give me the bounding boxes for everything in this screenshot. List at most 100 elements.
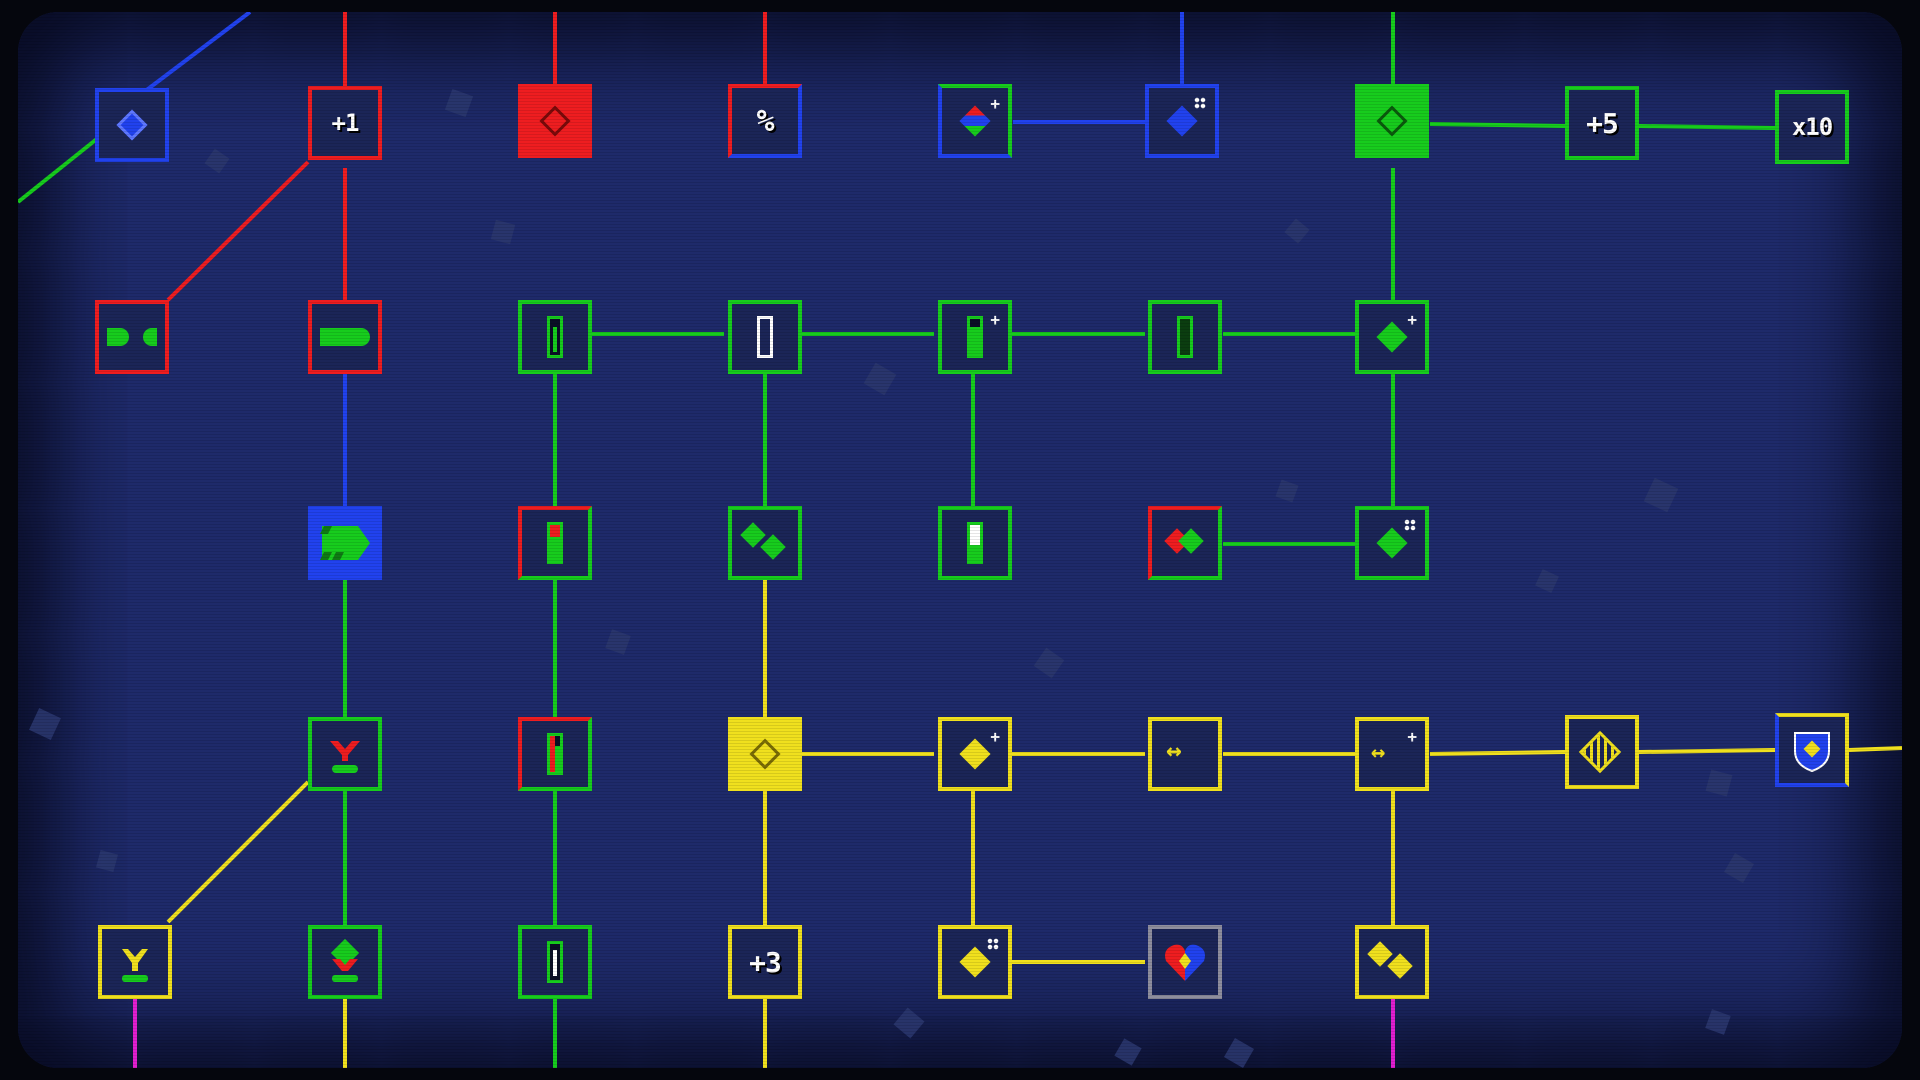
dark-bar-icon bbox=[1158, 310, 1212, 364]
node-green-diamond-plus[interactable]: + bbox=[1355, 300, 1429, 374]
blue-diamond-icon bbox=[105, 98, 159, 152]
green-diamond-plus-icon: + bbox=[1365, 310, 1419, 364]
node-double-bar[interactable] bbox=[518, 300, 592, 374]
yellow-turret-icon bbox=[108, 935, 162, 989]
mesh-diamond-icon bbox=[1575, 725, 1629, 779]
node-plus-five[interactable]: +5 bbox=[1565, 86, 1639, 160]
node-plus-three[interactable]: +3 bbox=[728, 925, 802, 999]
node-yellow-core[interactable] bbox=[728, 717, 802, 791]
bg-debris bbox=[1705, 769, 1733, 797]
bg-debris bbox=[204, 148, 230, 174]
green-turret-icon bbox=[318, 935, 372, 989]
node-yellow-diamond-plus[interactable]: + bbox=[938, 717, 1012, 791]
yellow-core-diamond-icon bbox=[738, 727, 792, 781]
node-yellow-turret[interactable] bbox=[98, 925, 172, 999]
bg-debris bbox=[95, 849, 119, 873]
link bbox=[1429, 122, 1566, 128]
red-turret-icon bbox=[318, 727, 372, 781]
node-bar-one[interactable] bbox=[518, 925, 592, 999]
bg-debris bbox=[444, 88, 474, 118]
red-core-diamond-icon bbox=[528, 94, 582, 148]
bullet-icon bbox=[318, 310, 372, 364]
bg-debris bbox=[1643, 477, 1679, 513]
link bbox=[1638, 124, 1776, 130]
link bbox=[142, 12, 252, 94]
link bbox=[166, 160, 310, 302]
node-red-turret[interactable] bbox=[308, 717, 382, 791]
times-ten-label: x10 bbox=[1791, 113, 1833, 141]
bg-debris bbox=[490, 219, 516, 245]
shield-diamond-icon bbox=[1785, 723, 1839, 777]
bg-debris bbox=[1723, 852, 1755, 884]
skill-tree-connections bbox=[18, 12, 1902, 1068]
red-bar-icon bbox=[528, 516, 582, 570]
tricolor-heart-icon bbox=[1158, 935, 1212, 989]
double-bar-icon bbox=[528, 310, 582, 364]
white-bar-icon bbox=[738, 310, 792, 364]
node-double-arrow-plus[interactable]: ↔ + bbox=[1355, 717, 1429, 791]
node-red-split-bar[interactable] bbox=[518, 717, 592, 791]
node-broken-heart[interactable] bbox=[1148, 506, 1222, 580]
bg-debris bbox=[1535, 569, 1559, 593]
bg-debris bbox=[1223, 1037, 1255, 1068]
node-bullet[interactable] bbox=[308, 300, 382, 374]
node-chevron-arrow[interactable] bbox=[308, 506, 382, 580]
node-percent[interactable]: % bbox=[728, 84, 802, 158]
node-green-diamond-pair[interactable] bbox=[728, 506, 802, 580]
plus-one-label: +1 bbox=[331, 109, 360, 137]
node-blue-diamond[interactable] bbox=[95, 88, 169, 162]
bg-debris bbox=[1705, 1009, 1731, 1035]
node-dark-bar[interactable] bbox=[1148, 300, 1222, 374]
red-split-bar-icon bbox=[528, 727, 582, 781]
link bbox=[18, 128, 110, 204]
bg-debris bbox=[605, 629, 631, 655]
bar-plus-icon: + bbox=[948, 310, 1002, 364]
node-yellow-diamond-pair[interactable] bbox=[1355, 925, 1429, 999]
percent-icon: % bbox=[756, 103, 774, 139]
green-diamond-pair-icon bbox=[738, 516, 792, 570]
node-white-bar[interactable] bbox=[728, 300, 802, 374]
node-half-bar[interactable] bbox=[938, 506, 1012, 580]
bg-debris bbox=[1275, 479, 1299, 503]
node-mesh-diamond[interactable] bbox=[1565, 715, 1639, 789]
link bbox=[166, 780, 310, 924]
node-red-core[interactable] bbox=[518, 84, 592, 158]
bg-debris bbox=[893, 1007, 925, 1039]
node-yellow-diamond-dots[interactable] bbox=[938, 925, 1012, 999]
link bbox=[1429, 750, 1566, 756]
node-shield-diamond[interactable] bbox=[1775, 713, 1849, 787]
node-green-diamond-dots[interactable] bbox=[1355, 506, 1429, 580]
node-plus-one[interactable]: +1 bbox=[308, 86, 382, 160]
node-rgb-diamond-plus[interactable]: + bbox=[938, 84, 1012, 158]
yellow-diamond-plus-icon: + bbox=[948, 727, 1002, 781]
node-bar-plus[interactable]: + bbox=[938, 300, 1012, 374]
bg-debris bbox=[29, 708, 61, 740]
node-double-arrow[interactable]: ↔ bbox=[1148, 717, 1222, 791]
node-tricolor-heart[interactable] bbox=[1148, 925, 1222, 999]
broken-heart-icon bbox=[1158, 516, 1212, 570]
bg-debris bbox=[863, 362, 897, 396]
node-blue-diamond-dots[interactable] bbox=[1145, 84, 1219, 158]
bg-debris bbox=[1284, 218, 1310, 244]
chevron-arrow-icon bbox=[318, 516, 372, 570]
double-arrow-icon: ↔ bbox=[1166, 736, 1182, 766]
green-diamond-dots-icon bbox=[1365, 516, 1419, 570]
rgb-diamond-plus-icon: + bbox=[948, 94, 1002, 148]
link bbox=[1848, 746, 1902, 752]
link bbox=[1638, 748, 1776, 754]
plus-three-label: +3 bbox=[749, 945, 782, 979]
node-red-bar[interactable] bbox=[518, 506, 592, 580]
split-bullets-icon bbox=[105, 310, 159, 364]
double-arrow-plus-icon: ↔ + bbox=[1371, 727, 1417, 767]
node-green-turret[interactable] bbox=[308, 925, 382, 999]
yellow-diamond-dots-icon bbox=[948, 935, 1002, 989]
node-times-ten[interactable]: x10 bbox=[1775, 90, 1849, 164]
green-core-diamond-icon bbox=[1365, 94, 1419, 148]
plus-five-label: +5 bbox=[1586, 106, 1619, 140]
bg-debris bbox=[1033, 647, 1065, 679]
bg-debris bbox=[1114, 1038, 1142, 1066]
half-bar-icon bbox=[948, 516, 1002, 570]
node-green-core[interactable] bbox=[1355, 84, 1429, 158]
node-split-bullets[interactable] bbox=[95, 300, 169, 374]
skill-tree-screen: +1 % + +5 x10 bbox=[18, 12, 1902, 1068]
